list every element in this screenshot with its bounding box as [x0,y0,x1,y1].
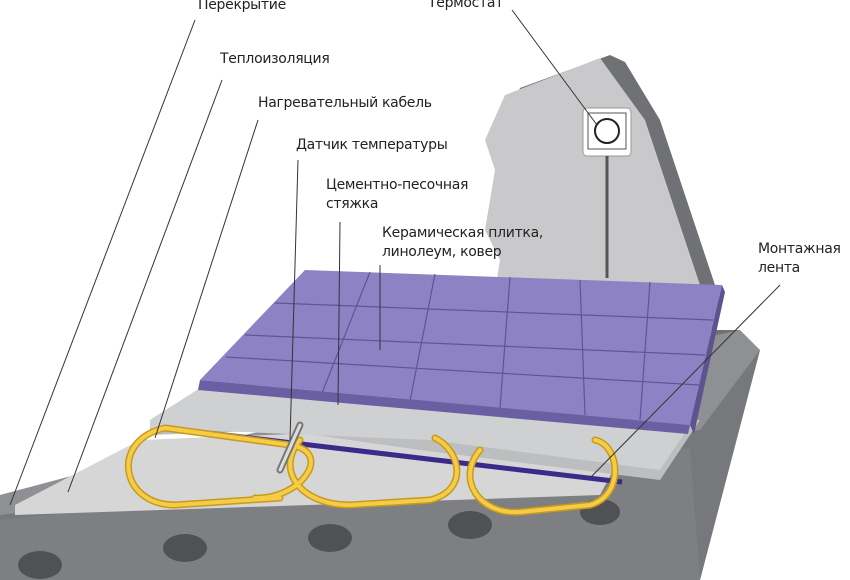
slab-hole [308,524,352,552]
label-temp-sensor: Датчик температуры [296,137,448,153]
slab-hole [448,511,492,539]
label-screed-line2: стяжка [326,196,379,212]
slab-hole [18,551,62,579]
label-mounting-tape-line2: лента [758,260,800,276]
label-floor-finish: Керамическая плитка, линолеум, ковер [382,224,543,262]
label-insulation: Теплоизоляция [220,51,330,67]
tile-floor [198,270,725,434]
temperature-sensor [276,421,304,474]
label-mounting-tape-line1: Монтажная [758,241,841,257]
label-screed: Цементно-песочная стяжка [326,176,468,214]
wall [485,55,740,340]
slab-hole [163,534,207,562]
label-heating-cable: Нагревательный кабель [258,95,432,111]
leader-lines [9,9,781,506]
label-slab: Перекрытие [198,0,286,13]
thermostat-icon [582,107,632,278]
label-screed-line1: Цементно-песочная [326,177,469,193]
label-mounting-tape: Монтажная лента [758,240,841,278]
label-floor-finish-line2: линолеум, ковер [382,244,502,260]
label-thermostat: Термостат [428,0,504,11]
label-floor-finish-line1: Керамическая плитка, [382,225,544,241]
